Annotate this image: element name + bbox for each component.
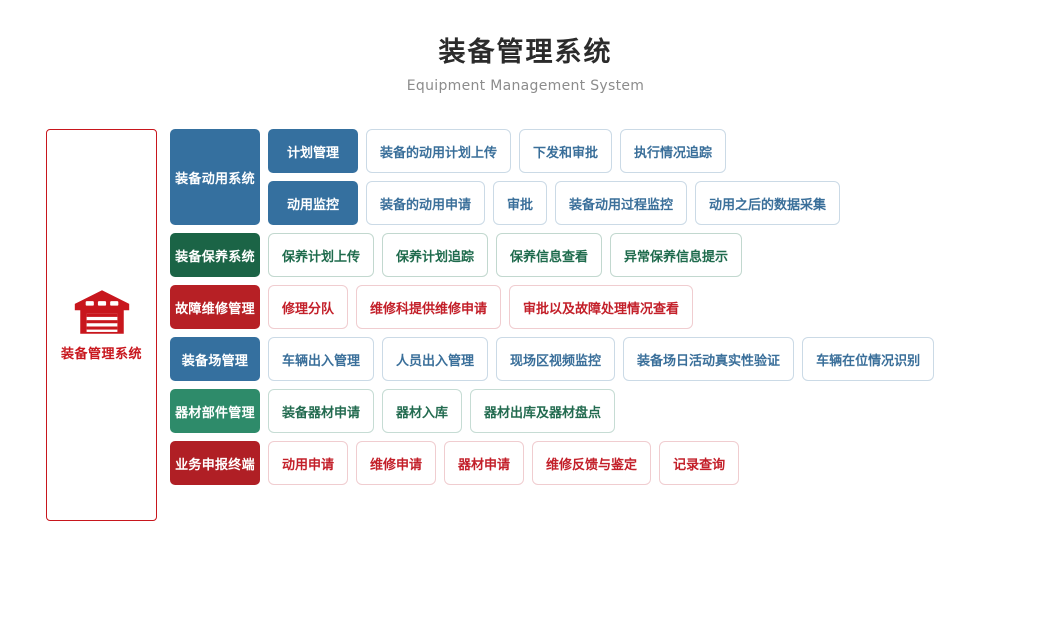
system-row: 装备动用系统计划管理装备的动用计划上传下发和审批执行情况追踪动用监控装备的动用申… bbox=[170, 129, 934, 225]
category-chip[interactable]: 故障维修管理 bbox=[170, 285, 260, 329]
feature-button[interactable]: 动用申请 bbox=[268, 441, 349, 485]
subrow: 动用监控装备的动用申请审批装备动用过程监控动用之后的数据采集 bbox=[268, 181, 841, 225]
subcategory-chip[interactable]: 动用监控 bbox=[268, 181, 358, 225]
warehouse-icon bbox=[74, 290, 129, 334]
feature-button[interactable]: 装备场日活动真实性验证 bbox=[623, 337, 795, 381]
page-subtitle: Equipment Management System bbox=[406, 77, 645, 94]
page-title: 装备管理系统 bbox=[438, 37, 613, 68]
subrow-group: 车辆出入管理人员出入管理现场区视频监控装备场日活动真实性验证车辆在位情况识别 bbox=[268, 337, 935, 381]
feature-button[interactable]: 器材入库 bbox=[382, 389, 463, 433]
category-chip[interactable]: 装备动用系统 bbox=[170, 129, 260, 225]
category-chip[interactable]: 业务申报终端 bbox=[170, 441, 260, 485]
system-row: 业务申报终端动用申请维修申请器材申请维修反馈与鉴定记录查询 bbox=[170, 441, 934, 485]
feature-button[interactable]: 保养信息查看 bbox=[496, 233, 603, 277]
subrow: 装备器材申请器材入库器材出库及器材盘点 bbox=[268, 389, 616, 433]
feature-button[interactable]: 装备的动用计划上传 bbox=[366, 129, 512, 173]
feature-button[interactable]: 维修科提供维修申请 bbox=[356, 285, 502, 329]
subrow-group: 装备器材申请器材入库器材出库及器材盘点 bbox=[268, 389, 616, 433]
root-system-panel[interactable]: 装备管理系统 bbox=[46, 129, 157, 521]
category-chip[interactable]: 器材部件管理 bbox=[170, 389, 260, 433]
subrow: 动用申请维修申请器材申请维修反馈与鉴定记录查询 bbox=[268, 441, 740, 485]
feature-button[interactable]: 执行情况追踪 bbox=[620, 129, 727, 173]
feature-button[interactable]: 保养计划上传 bbox=[268, 233, 375, 277]
feature-button[interactable]: 下发和审批 bbox=[519, 129, 613, 173]
feature-button[interactable]: 装备的动用申请 bbox=[366, 181, 486, 225]
feature-button[interactable]: 车辆出入管理 bbox=[268, 337, 375, 381]
system-rows: 装备动用系统计划管理装备的动用计划上传下发和审批执行情况追踪动用监控装备的动用申… bbox=[170, 129, 935, 493]
feature-button[interactable]: 修理分队 bbox=[268, 285, 349, 329]
category-chip[interactable]: 装备保养系统 bbox=[170, 233, 260, 277]
feature-button[interactable]: 审批以及故障处理情况查看 bbox=[509, 285, 694, 329]
subrow-group: 动用申请维修申请器材申请维修反馈与鉴定记录查询 bbox=[268, 441, 740, 485]
system-row: 故障维修管理修理分队维修科提供维修申请审批以及故障处理情况查看 bbox=[170, 285, 934, 329]
category-chip[interactable]: 装备场管理 bbox=[170, 337, 260, 381]
feature-button[interactable]: 保养计划追踪 bbox=[382, 233, 489, 277]
system-row: 器材部件管理装备器材申请器材入库器材出库及器材盘点 bbox=[170, 389, 934, 433]
subrow: 修理分队维修科提供维修申请审批以及故障处理情况查看 bbox=[268, 285, 694, 329]
subrow-group: 修理分队维修科提供维修申请审批以及故障处理情况查看 bbox=[268, 285, 694, 329]
feature-button[interactable]: 现场区视频监控 bbox=[496, 337, 616, 381]
subrow: 计划管理装备的动用计划上传下发和审批执行情况追踪 bbox=[268, 129, 840, 173]
feature-button[interactable]: 装备器材申请 bbox=[268, 389, 375, 433]
subrow: 车辆出入管理人员出入管理现场区视频监控装备场日活动真实性验证车辆在位情况识别 bbox=[268, 337, 935, 381]
feature-button[interactable]: 审批 bbox=[493, 181, 548, 225]
subcategory-chip[interactable]: 计划管理 bbox=[268, 129, 358, 173]
system-row: 装备保养系统保养计划上传保养计划追踪保养信息查看异常保养信息提示 bbox=[170, 233, 934, 277]
feature-button[interactable]: 动用之后的数据采集 bbox=[695, 181, 841, 225]
subrow: 保养计划上传保养计划追踪保养信息查看异常保养信息提示 bbox=[268, 233, 743, 277]
feature-button[interactable]: 车辆在位情况识别 bbox=[802, 337, 935, 381]
subrow-group: 计划管理装备的动用计划上传下发和审批执行情况追踪动用监控装备的动用申请审批装备动… bbox=[268, 129, 841, 225]
page-header: 装备管理系统 Equipment Management System bbox=[0, 0, 1051, 94]
subrow-group: 保养计划上传保养计划追踪保养信息查看异常保养信息提示 bbox=[268, 233, 743, 277]
feature-button[interactable]: 装备动用过程监控 bbox=[555, 181, 688, 225]
feature-button[interactable]: 人员出入管理 bbox=[382, 337, 489, 381]
feature-button[interactable]: 异常保养信息提示 bbox=[610, 233, 743, 277]
feature-button[interactable]: 器材申请 bbox=[444, 441, 525, 485]
feature-button[interactable]: 维修申请 bbox=[356, 441, 437, 485]
feature-button[interactable]: 维修反馈与鉴定 bbox=[532, 441, 652, 485]
feature-button[interactable]: 器材出库及器材盘点 bbox=[470, 389, 616, 433]
root-system-label: 装备管理系统 bbox=[60, 347, 142, 362]
feature-button[interactable]: 记录查询 bbox=[659, 441, 740, 485]
system-row: 装备场管理车辆出入管理人员出入管理现场区视频监控装备场日活动真实性验证车辆在位情… bbox=[170, 337, 935, 381]
